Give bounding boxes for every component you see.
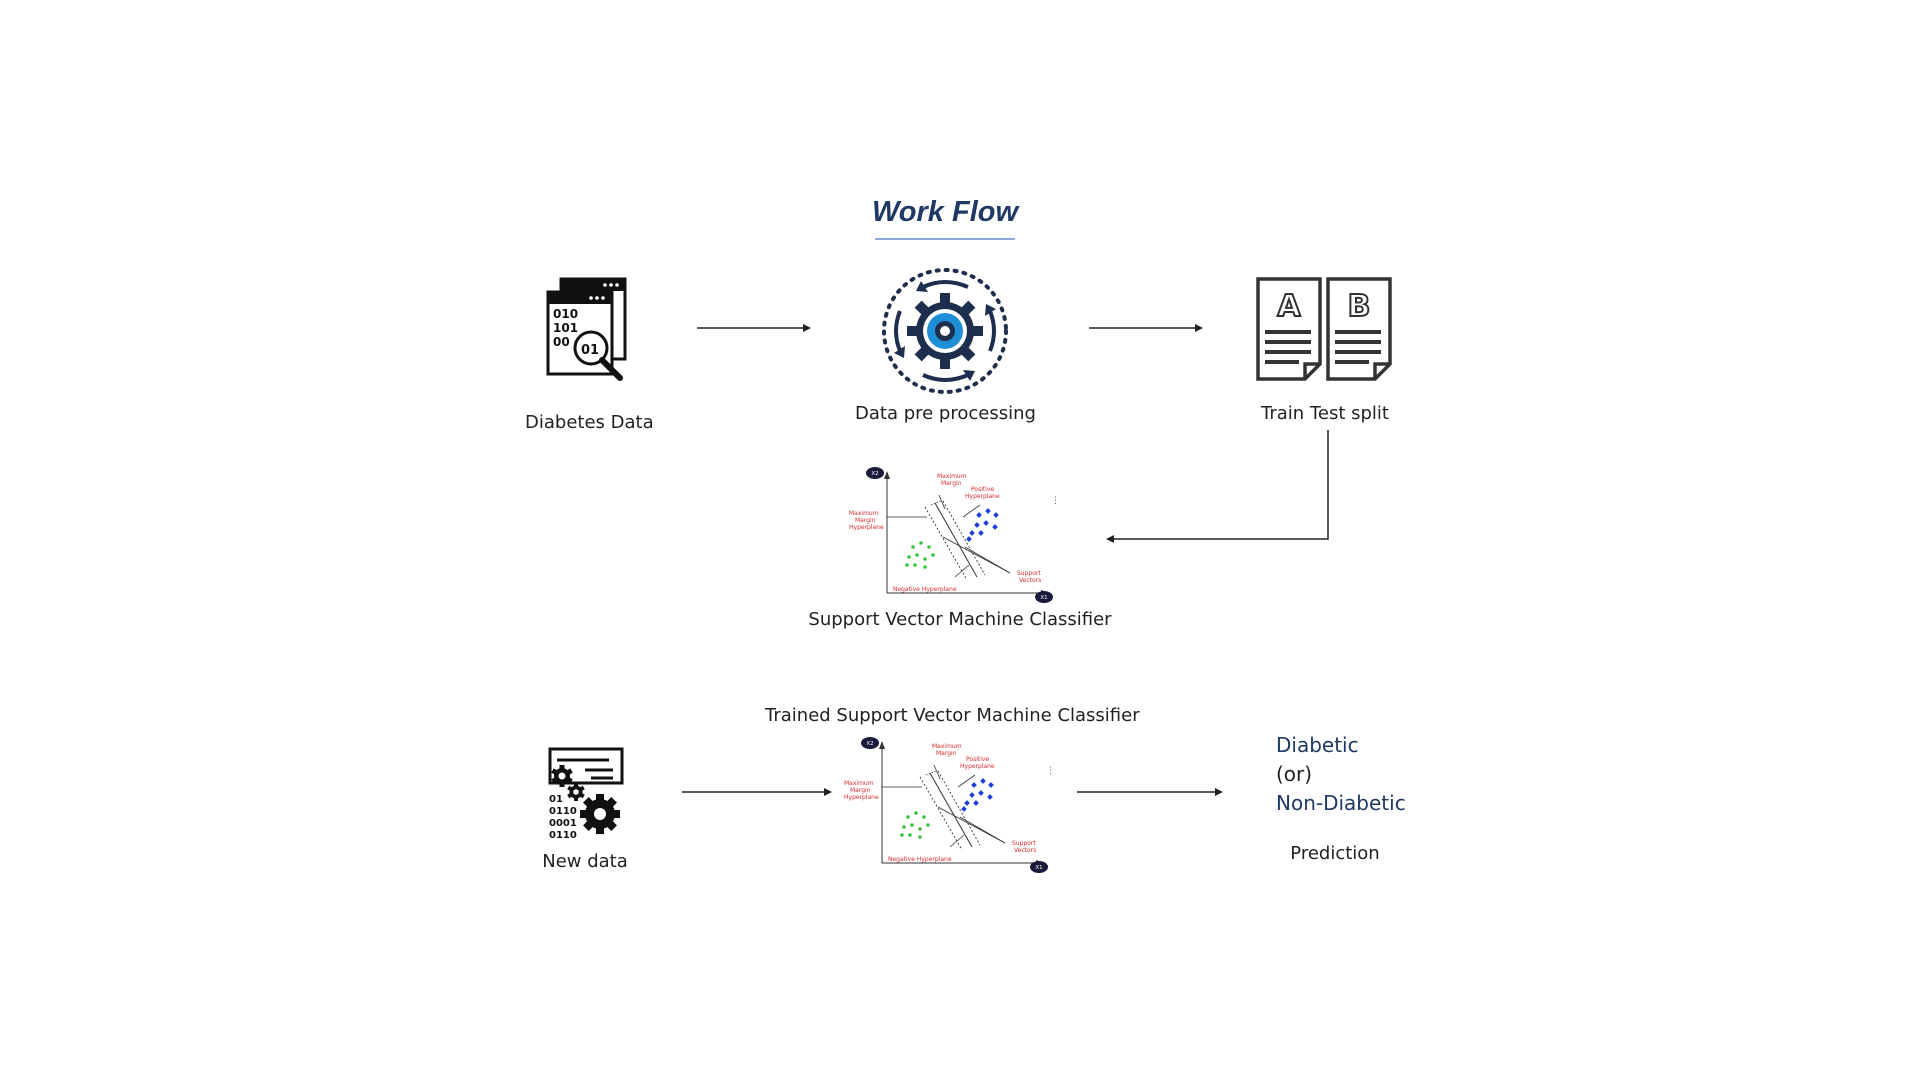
svg-text:⋮: ⋮ (1046, 766, 1055, 776)
trained-svm-diagram: X2 X1 Maximum Margin Positive Hyperplane… (844, 737, 1055, 873)
arrow-to-svm-classifier (1106, 430, 1329, 543)
svg-text:Positive: Positive (966, 756, 989, 763)
svg-text:Hyperplane: Hyperplane (965, 493, 1000, 500)
letter-a: A (1277, 289, 1301, 324)
new-data-digits-3: 0001 (549, 818, 577, 829)
arrow-to-prediction (1077, 788, 1223, 796)
svg-text:Margin: Margin (850, 787, 871, 794)
svm-classifier-label: Support Vector Machine Classifier (808, 609, 1112, 630)
svg-text:Maximum: Maximum (849, 510, 879, 517)
axis-x1-label: X1 (1040, 595, 1047, 601)
document-split-icon: A B (1256, 277, 1392, 381)
new-data-label: New data (542, 851, 628, 872)
svg-text:Margin: Margin (855, 517, 876, 524)
svg-text:Maximum: Maximum (932, 743, 962, 750)
svg-text:Vectors: Vectors (1014, 847, 1036, 854)
trained-axis-x2-label: X2 (866, 741, 873, 747)
axis-x2-label: X2 (871, 471, 878, 477)
svg-text:Hyperplane: Hyperplane (960, 763, 995, 770)
svg-text:Negative Hyperplane: Negative Hyperplane (888, 856, 952, 863)
maximum-margin-label: Maximum (937, 473, 967, 480)
svg-text:Margin: Margin (936, 750, 957, 757)
gear-cycle-icon (882, 268, 1008, 394)
trained-svm-label: Trained Support Vector Machine Classifie… (765, 705, 1140, 726)
digits-line-1: 010 (553, 307, 578, 321)
digits-line-3: 00 (553, 335, 570, 349)
svg-text:Margin: Margin (941, 480, 962, 487)
title-underline (875, 238, 1015, 240)
result-non-diabetic: Non-Diabetic (1276, 791, 1406, 815)
new-data-icon: 01 0110 0001 0110 (548, 747, 624, 841)
svg-text:Support: Support (1012, 840, 1036, 847)
new-data-digits-4: 0110 (549, 830, 577, 841)
arrow-to-preprocessing (697, 324, 811, 332)
svg-text:Hyperplane: Hyperplane (844, 794, 879, 801)
result-or: (or) (1276, 762, 1313, 786)
digits-line-2: 101 (553, 321, 578, 335)
new-data-digits-2: 0110 (549, 806, 577, 817)
workflow-title: Work Flow (871, 196, 1019, 228)
database-search-icon: 010 101 00 01 (546, 277, 627, 381)
arrow-to-train-test-split (1089, 324, 1203, 332)
svg-text:Maximum: Maximum (844, 780, 874, 787)
svm-diagram: X2 X1 Maximum Margin Positive Hyperplane… (849, 467, 1060, 603)
prediction-label: Prediction (1290, 843, 1380, 864)
letter-b: B (1348, 289, 1371, 324)
svg-text:Support: Support (1017, 570, 1041, 577)
svg-text:Hyperplane: Hyperplane (849, 524, 884, 531)
new-data-digits-1: 01 (549, 794, 563, 805)
preprocessing-label: Data pre processing (855, 403, 1036, 424)
svg-text:⋮: ⋮ (1051, 496, 1060, 506)
svg-text:Positive: Positive (971, 486, 994, 493)
svg-text:Negative Hyperplane: Negative Hyperplane (893, 586, 957, 593)
svg-text:Vectors: Vectors (1019, 577, 1041, 584)
trained-axis-x1-label: X1 (1035, 865, 1042, 871)
result-diabetic: Diabetic (1276, 733, 1359, 757)
train-test-split-label: Train Test split (1261, 403, 1389, 424)
arrow-to-trained-svm (682, 788, 832, 796)
diabetes-data-label: Diabetes Data (525, 412, 654, 433)
digits-line-4: 01 (581, 343, 599, 358)
